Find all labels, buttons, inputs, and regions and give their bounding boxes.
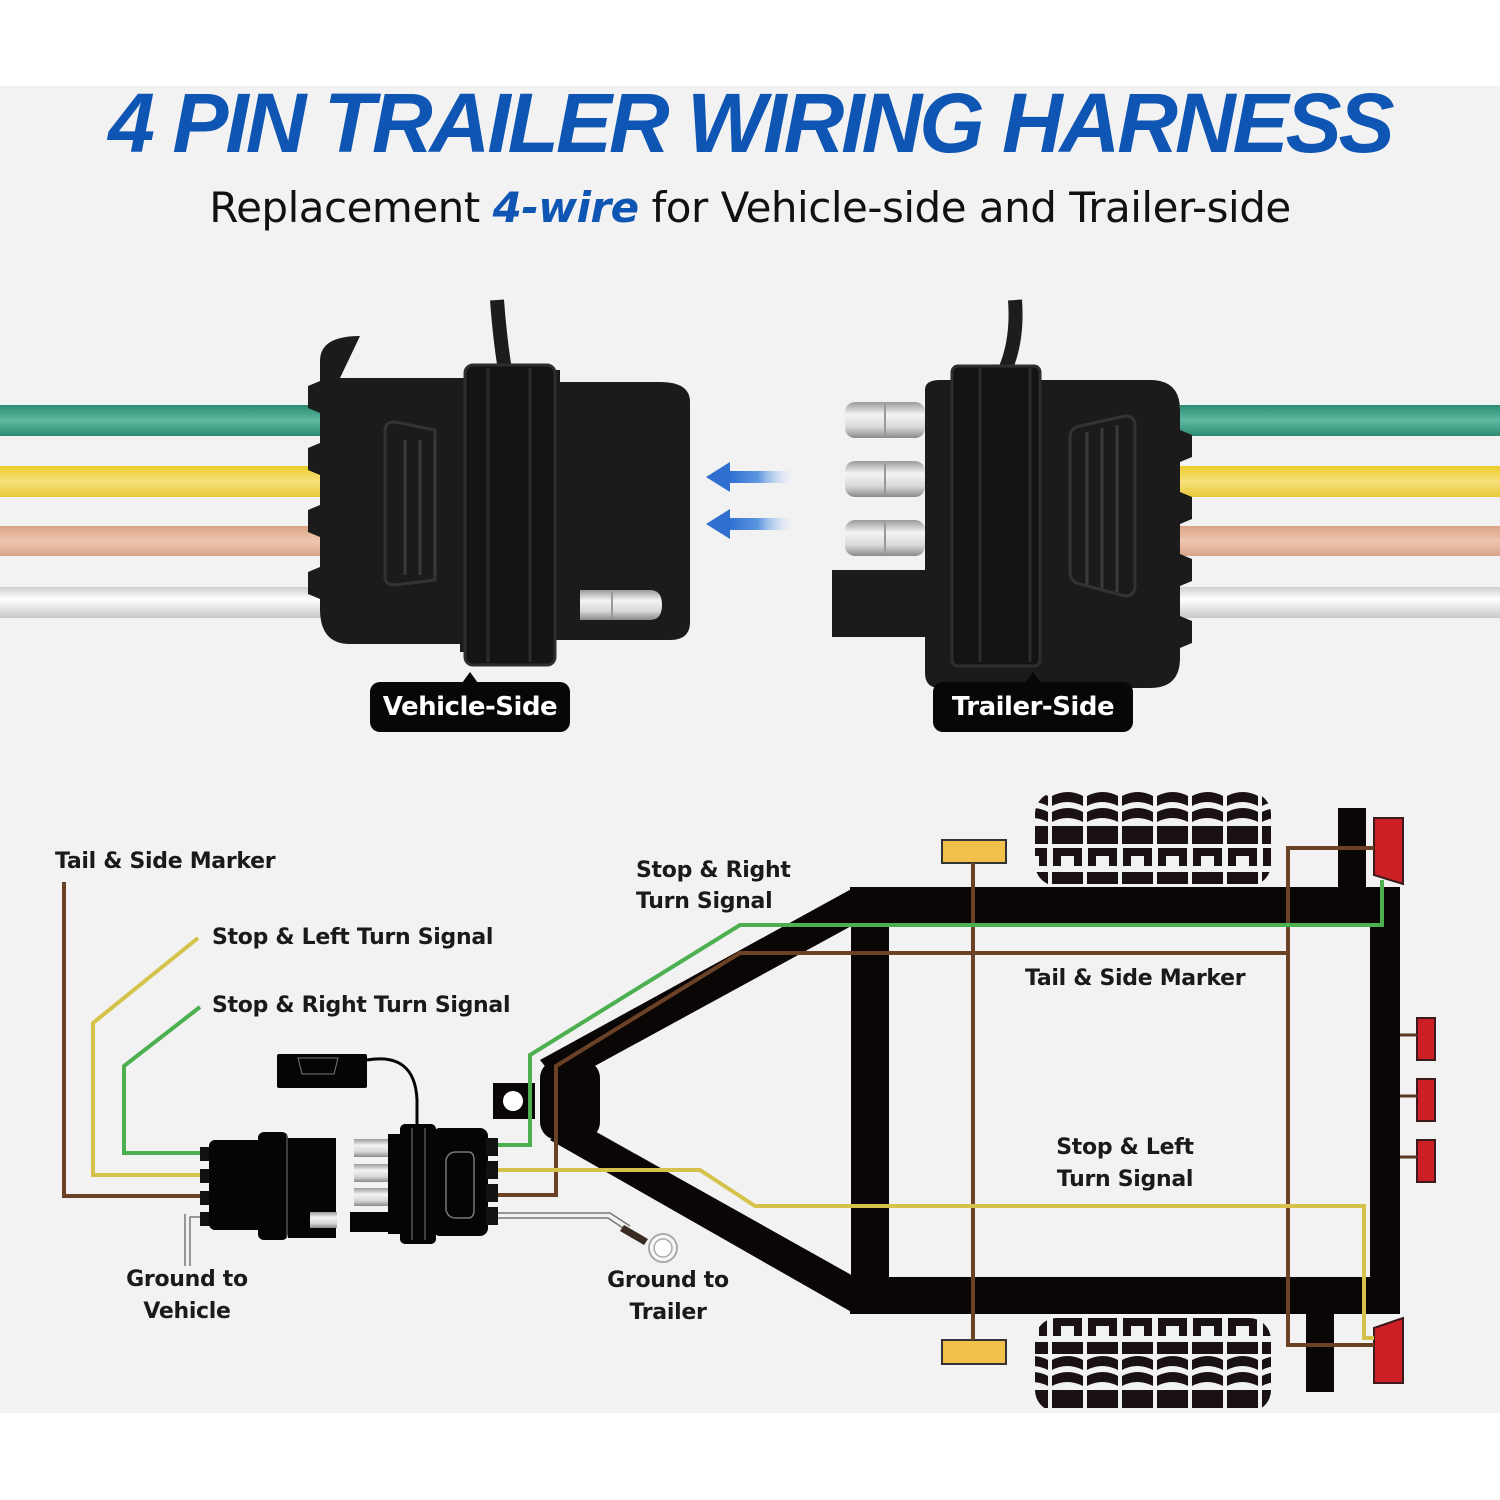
label-stop-left-center-line1: Stop & Left xyxy=(1056,1135,1194,1160)
label-stop-right-top-line1: Stop & Right xyxy=(636,858,791,883)
subtitle-text-before: Replacement xyxy=(209,183,493,232)
page-subtitle: Replacement 4-wire for Vehicle-side and … xyxy=(0,178,1500,238)
wire-yellow-stop-left xyxy=(91,936,1374,1340)
label-stop-left-center-line2: Turn Signal xyxy=(1056,1167,1194,1192)
side-marker-top xyxy=(941,839,1007,864)
label-ground-vehicle-line2: Vehicle xyxy=(143,1299,231,1324)
label-tail-side-marker-center: Tail & Side Marker xyxy=(1025,966,1246,991)
trailer-side-badge: Trailer-Side xyxy=(933,672,1133,732)
tail-light-top xyxy=(1373,817,1404,886)
trailer-side-connector xyxy=(832,299,1192,698)
rear-marker-lights xyxy=(1416,1017,1436,1183)
tire-bottom-icon xyxy=(1035,1318,1271,1412)
tail-light-bottom xyxy=(1373,1316,1404,1384)
rear-marker-stubs xyxy=(1400,1033,1417,1159)
arrow-left-icon xyxy=(706,462,794,492)
label-ground-trailer-line1: Ground to xyxy=(607,1268,729,1293)
diagram-trailer-connector xyxy=(350,1124,498,1244)
ground-ring-terminal-icon xyxy=(620,1225,678,1263)
page-title: 4 PIN TRAILER WIRING HARNESS xyxy=(108,76,1394,170)
side-marker-bottom xyxy=(941,1339,1007,1365)
label-stop-left-turn-signal: Stop & Left Turn Signal xyxy=(212,925,494,950)
label-stop-right-top-line2: Turn Signal xyxy=(636,889,773,914)
subtitle-accent: 4-wire xyxy=(492,183,640,232)
tire-top-icon xyxy=(1035,792,1271,886)
vehicle-side-wires xyxy=(0,405,330,618)
arrow-left-icon xyxy=(706,509,794,539)
vehicle-side-badge: Vehicle-Side xyxy=(370,672,570,732)
wire-brown-tail-marker xyxy=(62,846,1374,1347)
diagram-vehicle-connector xyxy=(200,1054,419,1240)
label-ground-trailer-line2: Trailer xyxy=(629,1300,707,1325)
wire-green-stop-right xyxy=(122,880,1384,1155)
trailer-side-wires xyxy=(1180,405,1500,618)
connection-arrows xyxy=(706,462,794,539)
subtitle-text-after: for Vehicle-side and Trailer-side xyxy=(638,183,1292,232)
label-stop-right-turn-signal: Stop & Right Turn Signal xyxy=(212,993,511,1018)
vehicle-side-connector xyxy=(308,299,690,667)
label-ground-vehicle-line1: Ground to xyxy=(126,1267,248,1292)
label-tail-side-marker-left: Tail & Side Marker xyxy=(55,849,276,874)
